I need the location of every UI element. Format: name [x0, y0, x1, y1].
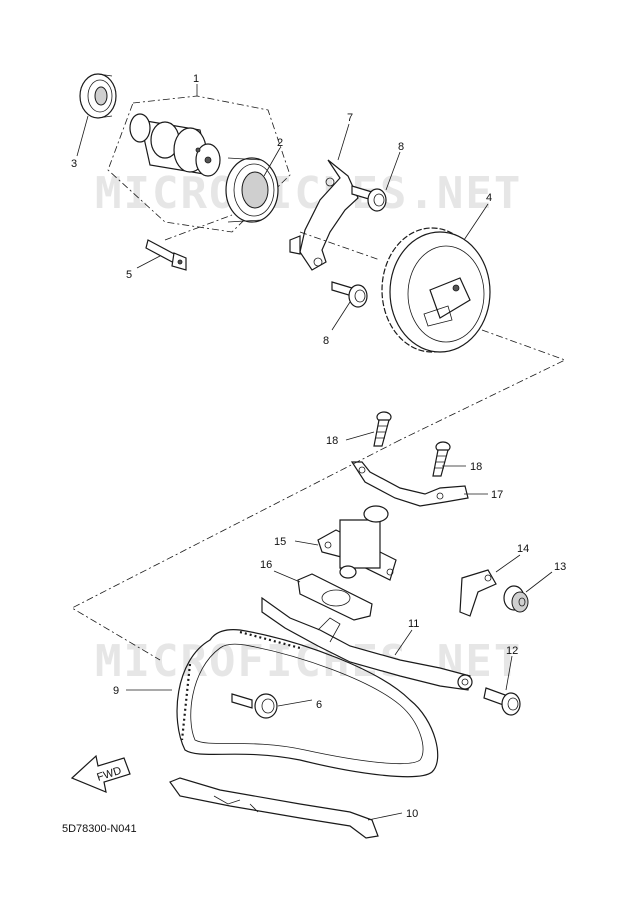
tensioner-part[interactable] — [317, 505, 397, 581]
callout-16: 16 — [260, 559, 272, 571]
collar-part[interactable] — [503, 585, 529, 613]
forward-direction-arrow: FWD — [70, 754, 131, 793]
callout-7: 7 — [347, 112, 353, 124]
axis-line-mid — [71, 439, 401, 661]
bolt-part-6[interactable] — [231, 693, 278, 719]
callout-2: 2 — [277, 137, 283, 149]
callout-10: 10 — [406, 808, 418, 820]
callout-18a: 18 — [326, 435, 338, 447]
cam-chain-part[interactable] — [176, 629, 439, 778]
bolt-part-18a[interactable] — [373, 411, 392, 447]
leader-lines — [76, 84, 553, 821]
callout-6: 6 — [316, 699, 322, 711]
bolt-part-lower[interactable] — [331, 281, 368, 308]
callout-17: 17 — [491, 489, 503, 501]
axis-line-top — [164, 214, 567, 441]
callout-4: 4 — [486, 192, 492, 204]
cam-sprocket-part[interactable] — [381, 227, 491, 353]
callout-3: 3 — [71, 158, 77, 170]
pin-part[interactable] — [145, 239, 187, 271]
bolt-part-upper[interactable] — [351, 185, 387, 212]
chain-guide-part[interactable] — [169, 777, 379, 839]
callout-1: 1 — [193, 73, 199, 85]
camshaft-part[interactable] — [129, 113, 221, 177]
tensioner-guide-part[interactable] — [261, 596, 473, 691]
callout-5: 5 — [126, 269, 132, 281]
callout-8b: 8 — [323, 335, 329, 347]
callout-12: 12 — [506, 645, 518, 657]
callout-13: 13 — [554, 561, 566, 573]
tensioner-plate-part[interactable] — [350, 461, 469, 507]
callout-15: 15 — [274, 536, 286, 548]
stopper-guide-part[interactable] — [459, 569, 497, 617]
bolt-part-18b[interactable] — [432, 441, 451, 477]
bearing-part[interactable] — [79, 73, 117, 119]
callout-14: 14 — [517, 543, 529, 555]
camshaft-bearing-part[interactable] — [225, 157, 279, 223]
callout-9: 9 — [113, 685, 119, 697]
callout-11: 11 — [408, 618, 419, 630]
plate-part[interactable] — [289, 159, 359, 271]
callout-8a: 8 — [398, 141, 404, 153]
watermark-top: MICROFICHES.NET — [95, 168, 522, 219]
callout-18b: 18 — [470, 461, 482, 473]
gasket-part[interactable] — [297, 573, 373, 621]
diagram-code: 5D78300-N041 — [62, 823, 137, 835]
bolt-part-12[interactable] — [483, 687, 521, 716]
